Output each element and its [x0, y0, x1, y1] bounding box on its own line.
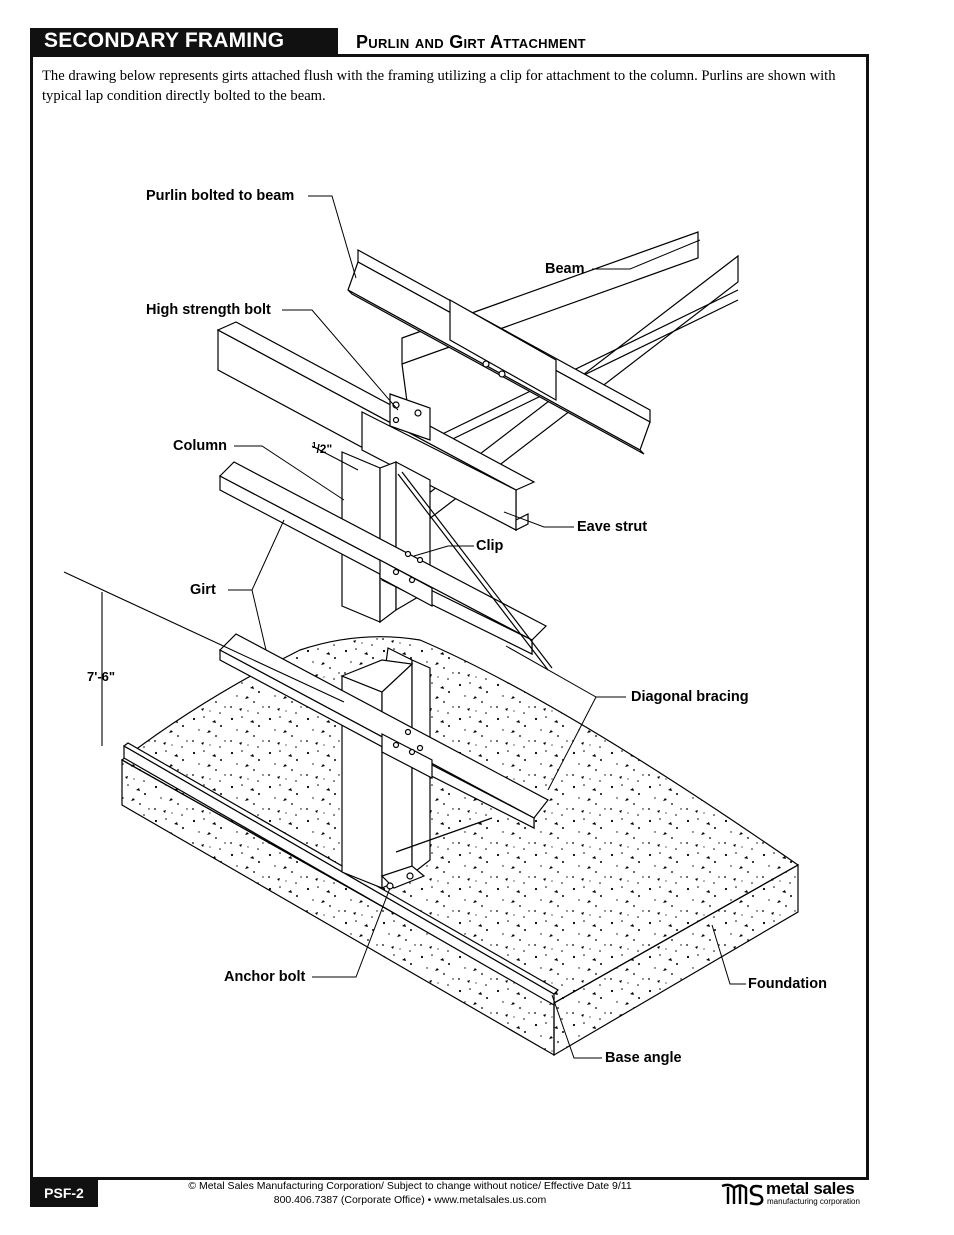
bolt-plate	[389, 393, 431, 441]
logo-tagline: manufacturing corporation	[767, 1197, 860, 1206]
intro-paragraph: The drawing below represents girts attac…	[42, 68, 836, 104]
section-title: SECONDARY FRAMING	[30, 28, 338, 54]
label-eave-strut: Eave strut	[577, 519, 648, 535]
label-base-angle: Base angle	[605, 1050, 682, 1066]
label-foundation: Foundation	[748, 976, 827, 992]
logo-mark-icon	[721, 1183, 764, 1206]
foundation-slab	[120, 636, 800, 1057]
label-anchor-bolt: Anchor bolt	[224, 969, 306, 985]
label-height-dimension: 7'-6"	[87, 669, 116, 684]
label-half-inch: 1/2"	[312, 437, 332, 458]
page-subtitle: Purlin and Girt Attachment	[356, 32, 586, 52]
label-high-strength-bolt: High strength bolt	[146, 302, 271, 318]
label-clip: Clip	[476, 538, 504, 554]
half-inch-denominator: /2"	[316, 442, 333, 456]
logo-name: metal sales	[766, 1179, 855, 1198]
footer-text: © Metal Sales Manufacturing Corporation/…	[160, 1179, 660, 1207]
footer-contact: 800.406.7387 (Corporate Office) • www.me…	[273, 1194, 547, 1206]
label-diagonal-bracing: Diagonal bracing	[631, 689, 749, 705]
label-column: Column	[173, 438, 227, 454]
footer-copyright: © Metal Sales Manufacturing Corporation/…	[188, 1180, 632, 1192]
base-angle	[122, 742, 559, 1007]
purlin	[347, 248, 651, 455]
label-girt: Girt	[190, 582, 216, 598]
upper-girt	[218, 461, 548, 655]
metal-sales-logo: metal sales manufacturing corporation	[720, 1180, 872, 1210]
diagonal-bracing	[395, 471, 553, 853]
half-inch-numerator: 1	[312, 441, 317, 450]
content-frame	[30, 54, 869, 1180]
label-beam: Beam	[545, 261, 585, 277]
label-purlin: Purlin bolted to beam	[146, 188, 295, 204]
base-plate	[380, 865, 426, 890]
leader-lines	[228, 195, 746, 1059]
eave-strut	[216, 321, 536, 532]
page-code: PSF-2	[30, 1180, 98, 1207]
lower-girt	[219, 633, 549, 830]
building-outline	[63, 571, 345, 746]
